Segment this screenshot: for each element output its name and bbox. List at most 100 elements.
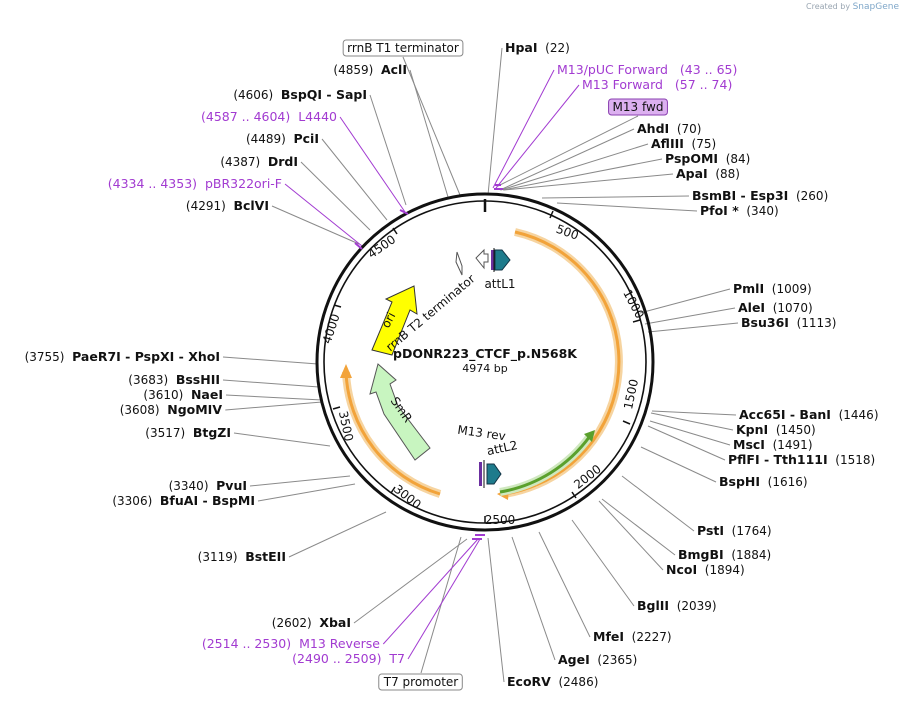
site-label-part: (2227) — [632, 630, 672, 644]
site-label-part: PaeR7I - PspXI - XhoI — [72, 349, 220, 364]
site-label-m13-forward[interactable]: M13 Forward (57 .. 74) — [582, 77, 732, 92]
site-label-text: AflIII (75) — [651, 136, 716, 151]
site-label-part: (4489) — [246, 132, 286, 146]
site-label-part: (1518) — [835, 453, 875, 467]
site-label-bclvi[interactable]: (4291) BclVI — [186, 198, 269, 213]
site-label-gap — [312, 616, 320, 630]
green-feature-arc — [499, 435, 592, 494]
site-label-afliii[interactable]: AflIII (75) — [651, 136, 716, 151]
site-label-part: PstI — [697, 523, 724, 538]
site-label-part: AgeI — [558, 652, 590, 667]
site-label-psti[interactable]: PstI (1764) — [697, 523, 772, 538]
site-label-m13-puc-forward[interactable]: M13/pUC Forward (43 .. 65) — [557, 62, 737, 77]
site-label-pvui[interactable]: (3340) PvuI — [169, 478, 247, 493]
site-label-bsphi[interactable]: BspHI (1616) — [719, 474, 808, 489]
site-label-ncoi[interactable]: NcoI (1894) — [666, 562, 745, 577]
leader-line-paer7i-pspxi-xhoi — [222, 356, 319, 365]
site-label-ecorv[interactable]: EcoRV (2486) — [507, 674, 598, 689]
site-label-bsteii[interactable]: (3119) BstEII — [198, 549, 286, 564]
leader-line-pfoi — [556, 202, 698, 212]
site-label-text: (2490 .. 2509) T7 — [292, 651, 405, 666]
site-label-paer7i-pspxi-xhoi[interactable]: (3755) PaeR7I - PspXI - XhoI — [25, 349, 220, 364]
site-label-part: (1009) — [772, 282, 812, 296]
site-label-acc65i-bani[interactable]: Acc65I - BanI (1446) — [739, 407, 879, 422]
site-label-bglii[interactable]: BglII (2039) — [637, 598, 717, 613]
site-label-part: (2602) — [272, 616, 312, 630]
tick-label-4500: 4500 — [365, 232, 398, 261]
site-label-gap — [764, 282, 772, 296]
leader-line-psti — [621, 475, 695, 532]
site-label-ngomiv[interactable]: (3608) NgoMIV — [120, 402, 223, 417]
site-label-apai[interactable]: ApaI (88) — [676, 166, 740, 181]
site-label-alei[interactable]: AleI (1070) — [738, 300, 813, 315]
attl2-arrow — [486, 463, 502, 485]
site-label-acli[interactable]: (4859) AclI — [333, 62, 407, 77]
site-label-pspomi[interactable]: PspOMI (84) — [665, 151, 750, 166]
site-label-text: NcoI (1894) — [666, 562, 745, 577]
site-label-bsmbi-esp3i[interactable]: BsmBI - Esp3I (260) — [692, 188, 828, 203]
site-label-bspqi-sapi[interactable]: (4606) BspQI - SapI — [233, 87, 367, 102]
site-label-t7-promoter[interactable]: T7 promoter — [378, 673, 463, 691]
site-label-part: (4859) — [333, 63, 373, 77]
site-label-text: M13 Forward (57 .. 74) — [582, 77, 732, 92]
site-label-text: (3683) BssHII — [128, 372, 220, 387]
site-label-text: ApaI (88) — [676, 166, 740, 181]
site-label-rrnb-t1-terminator[interactable]: rrnB T1 terminator — [342, 39, 464, 57]
site-label-bmgbi[interactable]: BmgBI (1884) — [678, 547, 771, 562]
tick-mark-4500 — [392, 227, 398, 235]
site-label-gap — [624, 630, 632, 644]
site-label-l4440[interactable]: (4587 .. 4604) L4440 — [201, 109, 337, 124]
site-label-bfuai-bspmi[interactable]: (3306) BfuAI - BspMI — [112, 493, 255, 508]
site-label-text: PfoI * (340) — [700, 203, 779, 218]
site-label-part: M13 Forward — [582, 77, 663, 92]
leader-line-ecorv — [487, 537, 505, 683]
tick-mark-500 — [549, 210, 554, 219]
site-label-ahdi[interactable]: AhdI (70) — [637, 121, 701, 136]
leader-line-bsmbi-esp3i — [541, 195, 690, 199]
site-label-text: PmlI (1009) — [733, 281, 812, 296]
site-label-m13-fwd[interactable]: M13 fwd — [608, 98, 668, 116]
leader-line-bsteii — [288, 511, 387, 558]
site-label-m13-reverse[interactable]: (2514 .. 2530) M13 Reverse — [202, 636, 380, 651]
site-label-part: (75) — [692, 137, 717, 151]
site-label-pbr322ori-f[interactable]: (4334 .. 4353) pBR322ori-F — [108, 176, 282, 191]
site-label-text: (2514 .. 2530) M13 Reverse — [202, 636, 380, 651]
site-label-naei[interactable]: (3610) NaeI — [143, 387, 223, 402]
site-label-text: AgeI (2365) — [558, 652, 637, 667]
ori-arrow — [371, 285, 418, 356]
site-label-part: AhdI — [637, 121, 669, 136]
site-label-part: BclVI — [233, 198, 269, 213]
site-label-pflfi-tth111i[interactable]: PflFI - Tth111I (1518) — [728, 452, 875, 467]
site-label-pmli[interactable]: PmlI (1009) — [733, 281, 812, 296]
site-label-t7[interactable]: (2490 .. 2509) T7 — [292, 651, 405, 666]
site-label-drdi[interactable]: (4387) DrdI — [220, 154, 298, 169]
site-label-pcii[interactable]: (4489) PciI — [246, 131, 319, 146]
site-label-gap — [238, 550, 246, 564]
site-label-part: BmgBI — [678, 547, 724, 562]
site-label-bsshii[interactable]: (3683) BssHII — [128, 372, 220, 387]
site-label-kpni[interactable]: KpnI (1450) — [736, 422, 816, 437]
label-leaders — [222, 47, 739, 683]
leader-line-hpai — [487, 47, 503, 196]
site-label-btgzi[interactable]: (3517) BtgZI — [145, 425, 231, 440]
site-label-gap — [226, 199, 234, 213]
site-label-gap — [828, 453, 836, 467]
site-label-pfoi[interactable]: PfoI * (340) — [700, 203, 779, 218]
site-label-text: Acc65I - BanI (1446) — [739, 407, 879, 422]
site-label-text: T7 promoter — [383, 675, 459, 689]
site-label-agei[interactable]: AgeI (2365) — [558, 652, 637, 667]
site-label-hpai[interactable]: HpaI (22) — [505, 40, 570, 55]
site-label-gap — [197, 176, 205, 191]
site-label-text: (4291) BclVI — [186, 198, 269, 213]
site-label-part: (4587 .. 4604) — [201, 109, 290, 124]
site-label-text: (4859) AclI — [333, 62, 407, 77]
site-label-text: MscI (1491) — [733, 437, 813, 452]
leader-line-kpni — [650, 412, 734, 431]
site-label-part: BspHI — [719, 474, 760, 489]
site-label-text: PspOMI (84) — [665, 151, 750, 166]
site-label-mfei[interactable]: MfeI (2227) — [593, 629, 672, 644]
site-label-xbai[interactable]: (2602) XbaI — [272, 615, 351, 630]
attl2-marker-purple — [479, 462, 482, 486]
site-label-msci[interactable]: MscI (1491) — [733, 437, 813, 452]
site-label-bsu36i[interactable]: Bsu36I (1113) — [741, 315, 836, 330]
